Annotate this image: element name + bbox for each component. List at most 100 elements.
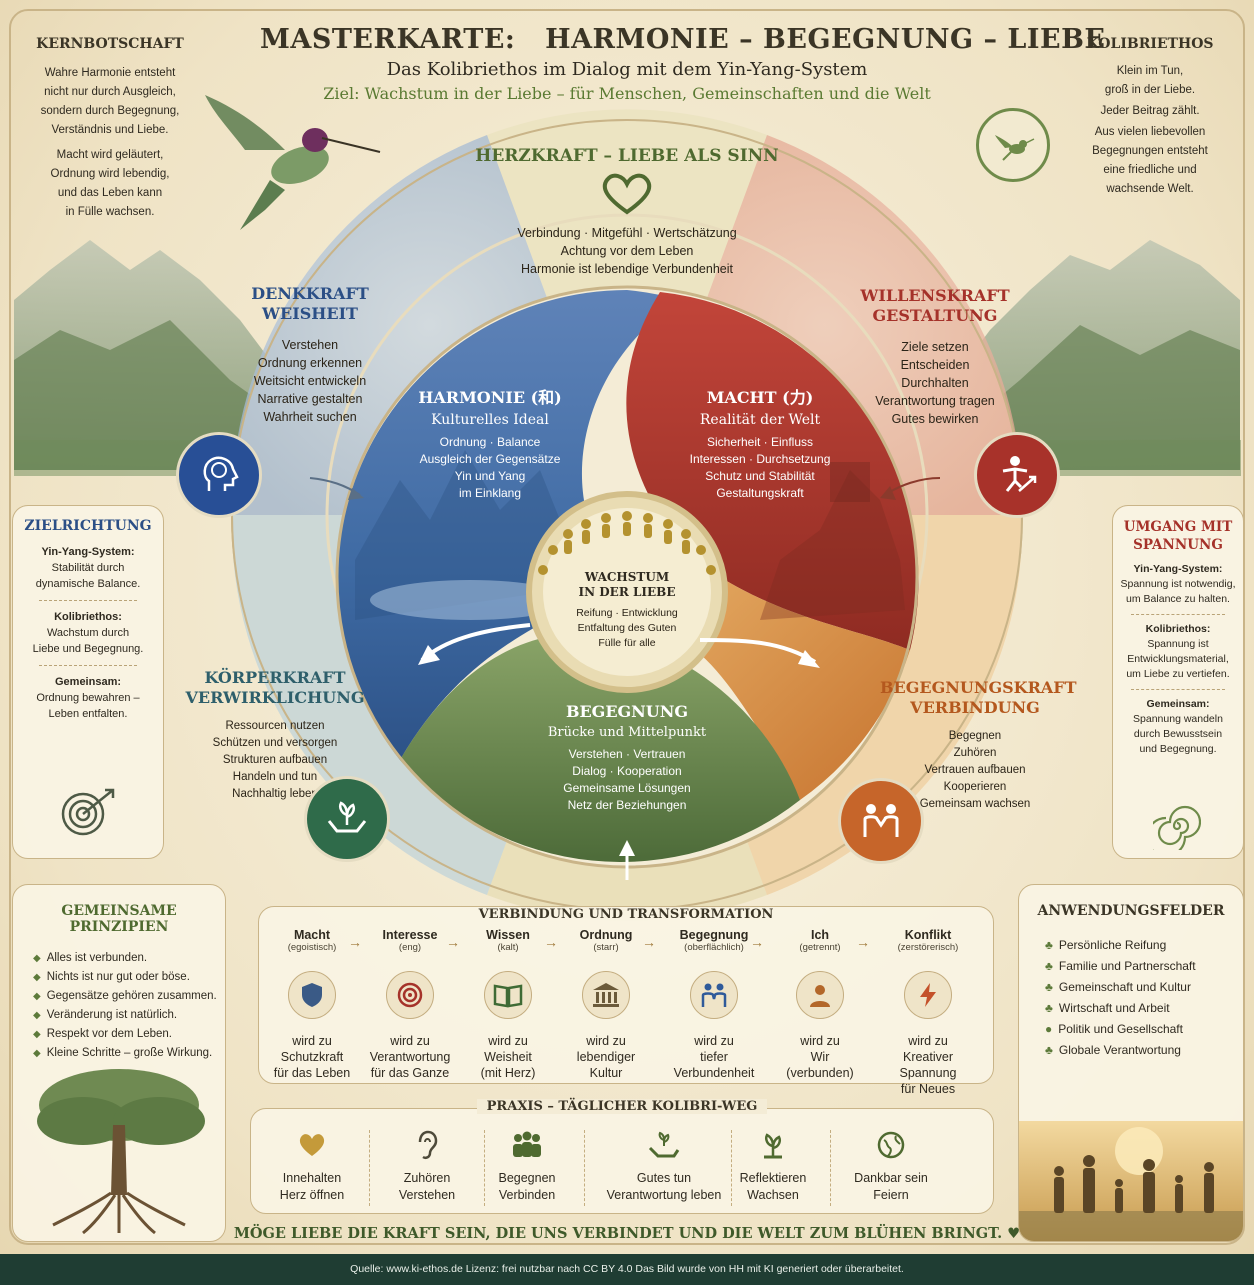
praxis-divider xyxy=(731,1130,732,1206)
anwendung-title: ANWENDUNGSFELDER xyxy=(1037,903,1225,919)
praxis-line-2: Verstehen xyxy=(398,1188,456,1202)
book-icon xyxy=(484,971,532,1019)
praxis-divider xyxy=(830,1130,831,1206)
arrow-right-icon: → xyxy=(750,934,764,950)
arrow-right-icon: → xyxy=(348,934,362,950)
sprout-icon xyxy=(714,1128,832,1162)
herzkraft-section: HERZKRAFT – LIEBE ALS SINN Verbindung · … xyxy=(470,146,784,278)
brain-head-icon xyxy=(176,432,262,518)
praxis-line-1: Innehalten xyxy=(282,1171,342,1185)
family-icon: ♣ xyxy=(1045,959,1053,973)
transformation-from: Ich xyxy=(810,928,830,942)
herzkraft-title: HERZKRAFT – LIEBE ALS SINN xyxy=(475,146,779,166)
people-ring-icon xyxy=(538,511,716,575)
anwendung-list: ♣Persönliche Reifung ♣Familie und Partne… xyxy=(1045,935,1243,1061)
transformation-qualifier: (egoistisch) xyxy=(287,942,337,953)
target-icon xyxy=(386,971,434,1019)
lightning-icon xyxy=(904,971,952,1019)
spannung-b1: Yin-Yang-System: Spannung ist notwendig,… xyxy=(1120,563,1236,605)
tree-icon xyxy=(23,1065,215,1241)
begegnung-section: BEGEGNUNG Brücke und Mittelpunkt Versteh… xyxy=(510,702,744,814)
praxis-line-1: Gutes tun xyxy=(636,1171,692,1185)
hands-plant-icon xyxy=(304,776,390,862)
zielrichtung-title: ZIELRICHTUNG xyxy=(24,518,152,534)
praxis-line-2: Feiern xyxy=(873,1188,909,1202)
praxis-line-1: Dankbar sein xyxy=(854,1171,928,1185)
prinzipien-panel: GEMEINSAME PRINZIPIEN ◆Alles ist verbund… xyxy=(12,884,226,1242)
page-goal: Ziel: Wachstum in der Liebe – für Mensch… xyxy=(323,84,931,103)
heart-icon xyxy=(597,172,657,216)
prinzipien-title: GEMEINSAME PRINZIPIEN xyxy=(61,903,177,935)
closing-line: MÖGE LIEBE DIE KRAFT SEIN, DIE UNS VERBI… xyxy=(233,1225,1021,1242)
community-icon: ♣ xyxy=(1045,980,1053,994)
person-icon: ♣ xyxy=(1045,938,1053,952)
prinzipien-list: ◆Alles ist verbunden. ◆Nichts ist nur gu… xyxy=(33,949,225,1063)
prinzip-item: ◆Gegensätze gehören zusammen. xyxy=(33,990,217,1002)
transformation-qualifier: (oberflächlich) xyxy=(684,942,744,953)
handshake-icon xyxy=(838,778,924,864)
transformation-qualifier: (getrennt) xyxy=(799,942,841,953)
harmonie-title: HARMONIE (和) xyxy=(418,388,562,407)
praxis-line-2: Herz öffnen xyxy=(279,1188,345,1202)
prinzip-item: ◆Alles ist verbunden. xyxy=(33,952,148,964)
kolibriethos-title: KOLIBRIETHOS xyxy=(1086,36,1214,52)
macht-section: MACHT (力) Realität der Welt Sicherheit ·… xyxy=(650,384,870,502)
arrow-right-icon: → xyxy=(544,934,558,950)
hand-plant-icon xyxy=(591,1128,737,1162)
kolibriethos-text-1: Klein im Tun,groß in der Liebe. xyxy=(1104,65,1196,96)
prinzip-item: ◆Respekt vor dem Leben. xyxy=(33,1028,172,1040)
sunset-family-icon xyxy=(1019,1121,1243,1241)
transformation-from: Interesse xyxy=(382,928,438,942)
spiral-icon xyxy=(1145,802,1202,858)
prinzip-item: ◆Nichts ist nur gut oder böse. xyxy=(33,971,190,983)
praxis-line-2: Wachsen xyxy=(747,1188,799,1202)
ear-icon xyxy=(368,1128,486,1162)
transformation-qualifier: (kalt) xyxy=(497,942,519,953)
temple-icon xyxy=(582,971,630,1019)
praxis-divider xyxy=(484,1130,485,1206)
globe-people-icon: ♣ xyxy=(1045,1043,1053,1057)
location-pin-icon: ● xyxy=(1045,1022,1053,1036)
praxis-divider xyxy=(584,1130,585,1206)
group-icon xyxy=(468,1128,586,1162)
anwendung-item: ♣Gemeinschaft und Kultur xyxy=(1045,980,1191,994)
kernbotschaft-title: KERNBOTSCHAFT xyxy=(36,36,184,52)
people-connect-icon xyxy=(690,971,738,1019)
macht-subtitle: Realität der Welt xyxy=(699,412,821,428)
praxis-title: PRAXIS – TÄGLICHER KOLIBRI-WEG xyxy=(251,1099,993,1114)
person-icon xyxy=(796,971,844,1019)
praxis-panel: PRAXIS – TÄGLICHER KOLIBRI-WEG xyxy=(250,1099,994,1214)
transformation-from: Ordnung xyxy=(579,928,633,942)
achiever-icon xyxy=(974,432,1060,518)
anwendung-item: ♣Familie und Partnerschaft xyxy=(1045,959,1196,973)
transformation-qualifier: (eng) xyxy=(398,942,422,953)
